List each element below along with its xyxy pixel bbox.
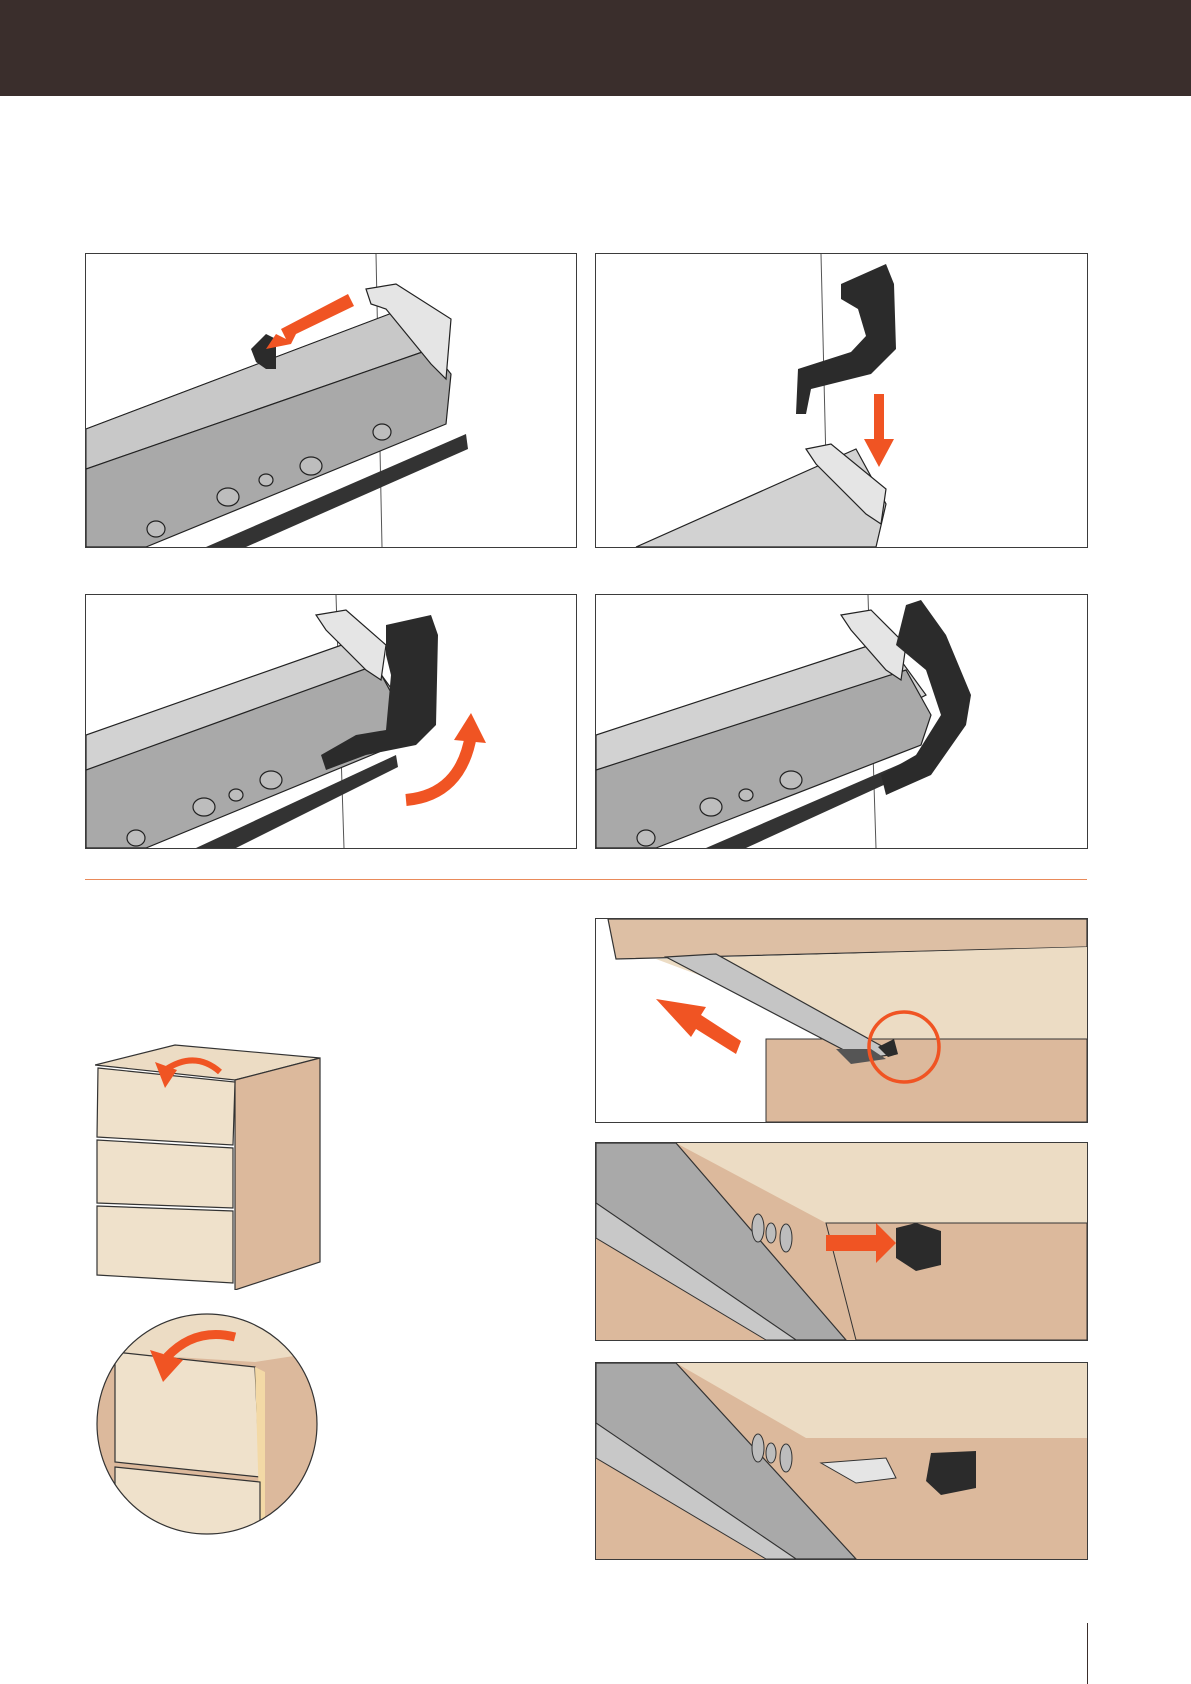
underside1-figure: [595, 918, 1088, 1123]
section-divider: [85, 879, 1087, 880]
header-band: [0, 0, 1191, 96]
step3-figure: [85, 594, 577, 849]
small-clip-icon: [251, 334, 276, 369]
underside2-figure: [595, 1142, 1088, 1341]
bracket-icon: [796, 264, 896, 414]
detail-figure: [95, 1312, 320, 1537]
underside3-figure: [595, 1362, 1088, 1560]
down-arrow-icon: [864, 394, 894, 467]
diagonal-arrow-icon: [656, 999, 741, 1054]
step2-figure: [595, 253, 1088, 548]
page-rule: [1087, 1623, 1088, 1684]
cabinet-figure: [95, 1040, 325, 1290]
step4-figure: [595, 594, 1088, 849]
step1-figure: [85, 253, 577, 548]
